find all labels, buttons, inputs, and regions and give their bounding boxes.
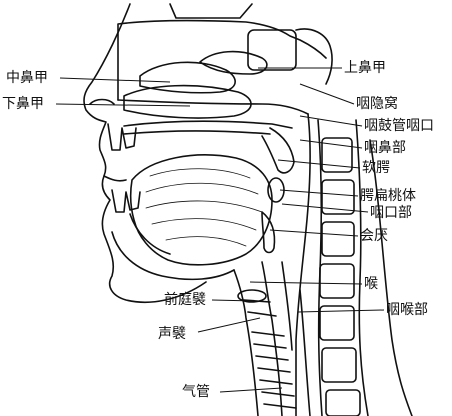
vertebral-column-back (355, 119, 369, 416)
label-zhong-bi-jia: 中鼻甲 (6, 70, 48, 86)
label-sheng-zhou: 声襞 (158, 326, 186, 342)
label-qian-ting-zhou: 前庭襞 (164, 292, 206, 308)
label-hui-yan: 会厌 (360, 228, 388, 244)
label-xia-bi-jia: 下鼻甲 (2, 96, 44, 112)
tongue (129, 154, 273, 266)
leader-lines (55, 67, 385, 393)
label-yan-kou-bu: 咽口部 (370, 205, 412, 221)
hard-palate (123, 120, 293, 129)
lips (103, 175, 127, 182)
label-yan-gu-guan-yan-kou: 咽鼓管咽口 (364, 118, 434, 134)
vertebral-bodies (319, 137, 361, 416)
epiglottis (261, 211, 276, 254)
hyoid (237, 289, 267, 303)
face-profile (83, 3, 207, 303)
mandible (111, 231, 235, 281)
vocal-fold (247, 311, 277, 317)
label-e-bian-tao-ti: 腭扁桃体 (360, 188, 416, 204)
soft-palate (261, 127, 295, 174)
larynx-anterior (233, 269, 259, 416)
nostril (89, 98, 115, 105)
upper-teeth (107, 123, 137, 151)
label-qi-guan: 气管 (182, 384, 210, 400)
pharyngeal-wall (295, 113, 311, 416)
sphenoid-sinus (247, 29, 297, 71)
tracheal-rings (251, 331, 297, 409)
esophagus (299, 289, 311, 416)
label-ruan-e: 软腭 (362, 160, 390, 176)
lower-teeth (111, 189, 141, 213)
neck-back (369, 139, 413, 416)
superior-turbinate (199, 50, 268, 75)
label-yan-hou-bu: 咽喉部 (386, 302, 428, 318)
label-hou: 喉 (364, 276, 378, 292)
label-yan-yin-wo: 咽隐窝 (356, 96, 398, 112)
middle-turbinate (139, 61, 236, 94)
label-yan-bi-bu: 咽鼻部 (364, 140, 406, 156)
inferior-turbinate (123, 84, 252, 119)
nasal-cavity (117, 19, 327, 101)
label-shang-bi-jia: 上鼻甲 (344, 60, 386, 76)
